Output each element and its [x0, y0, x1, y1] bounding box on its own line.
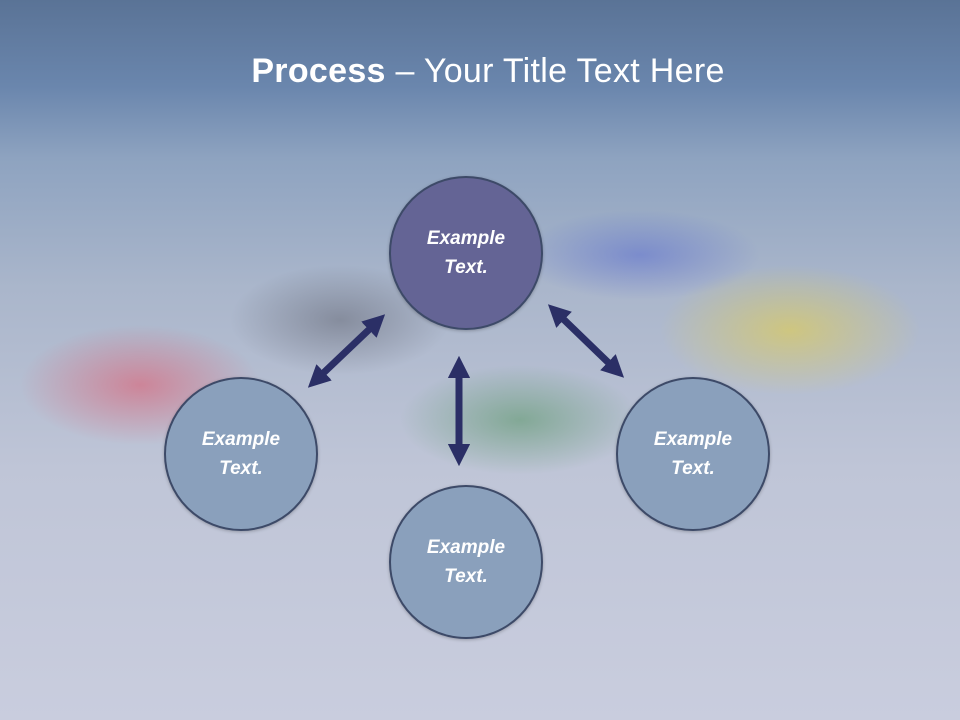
process-node-center[interactable]: Example Text. — [389, 176, 543, 330]
title-bold: Process — [251, 52, 386, 90]
node-right-line2: Text. — [671, 458, 715, 479]
node-left-line2: Text. — [219, 458, 263, 479]
title-rest: Your Title Text Here — [423, 52, 725, 90]
node-bottom-line2: Text. — [444, 566, 488, 587]
process-node-right[interactable]: Example Text. — [616, 377, 770, 531]
node-center-line1: Example — [426, 228, 506, 249]
title-separator: – — [385, 52, 424, 90]
slide-title: Process – Your Title Text Here — [0, 52, 960, 91]
process-node-left[interactable]: Example Text. — [164, 377, 318, 531]
node-left-line1: Example — [201, 429, 281, 450]
process-node-bottom[interactable]: Example Text. — [389, 485, 543, 639]
node-bottom-line1: Example — [426, 537, 506, 558]
node-right-line1: Example — [653, 429, 733, 450]
node-center-line2: Text. — [444, 257, 488, 278]
